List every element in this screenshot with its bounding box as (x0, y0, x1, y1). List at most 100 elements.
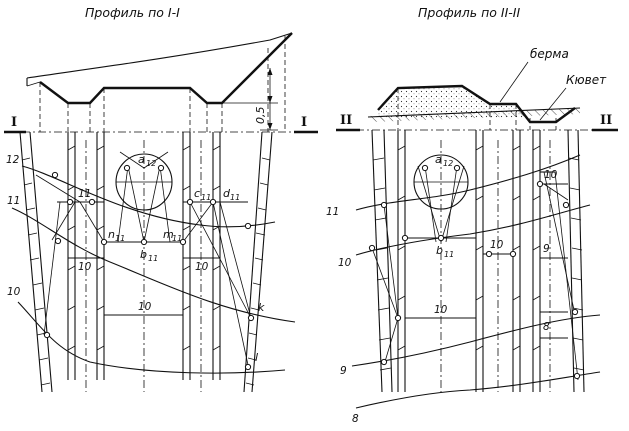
section2-label-left: II (340, 113, 352, 128)
ground-line (367, 107, 581, 118)
berm-leader (499, 61, 529, 103)
point-m11: m 11 (163, 228, 182, 243)
circle2-slope-r (440, 165, 465, 243)
level-label-10a: 10 (78, 261, 92, 273)
road-profile (39, 32, 293, 105)
contour2-label-11: 11 (326, 206, 339, 218)
tangent-left (117, 165, 129, 243)
slope-to-l (212, 201, 249, 366)
svg-text:11: 11 (172, 234, 182, 243)
point-a12: a 12 (138, 153, 156, 168)
ground-hatch (370, 108, 580, 122)
point-markers (43, 164, 255, 371)
point-l: l (255, 351, 258, 364)
contour2-10 (355, 204, 591, 256)
wall-hatch-left (21, 157, 51, 386)
level-label-11: 11 (78, 188, 91, 200)
slope-n (79, 201, 105, 243)
slope2-left-c (383, 317, 399, 366)
dim-arrow-top (267, 96, 273, 103)
terrain-line (26, 32, 293, 79)
contour2-8 (355, 371, 601, 409)
level2-label-10a: 10 (490, 239, 504, 251)
level2-label-10b: 10 (434, 304, 448, 316)
level2-label-9: 9 (543, 243, 550, 255)
outer-wall-right (251, 131, 273, 393)
circle-chord-2 (143, 151, 169, 169)
contour2-label-9: 9 (340, 365, 347, 377)
slope2-right-b (543, 171, 575, 311)
point2-a12: a 12 (435, 153, 453, 168)
svg-text:n: n (108, 228, 115, 241)
tangent-right (159, 165, 171, 243)
embankment-fill (378, 86, 560, 118)
svg-text:11: 11 (201, 193, 211, 202)
slope-line-2 (143, 165, 161, 243)
svg-text:b: b (140, 248, 147, 261)
point2-b11: b 11 (436, 244, 454, 259)
ditch-label: Кювет (566, 73, 607, 87)
ditch-leader (539, 87, 567, 121)
svg-text:m: m (163, 228, 174, 241)
svg-text:d: d (223, 187, 231, 200)
slope-to-k (189, 201, 252, 319)
point-d11: d 11 (223, 187, 240, 202)
outer2-wall-left-inner (383, 129, 393, 393)
slope-d-k (219, 201, 252, 319)
svg-text:a: a (435, 153, 442, 166)
section-label-left: I (11, 115, 17, 130)
slope-12-11 (35, 174, 81, 203)
contour2-label-10: 10 (338, 257, 352, 269)
level-label-10b: 10 (195, 261, 209, 273)
slope2-left-b (371, 247, 399, 319)
profile-2: Профиль по II-II берма Кювет II II (326, 5, 618, 425)
level2-label-10c: 10 (544, 169, 558, 181)
slope2-left-a (383, 204, 399, 319)
contour2-label-8: 8 (352, 413, 359, 425)
outer-wall-right-inner (243, 131, 263, 393)
section-label-right: I (301, 115, 307, 130)
circle2-tangent-r (445, 165, 458, 243)
level-label-10c: 10 (138, 301, 152, 313)
outer2-wall-right-inner (567, 129, 575, 393)
point-b11: b 11 (140, 248, 158, 263)
outer2-wall-right (577, 129, 585, 393)
contour2-11 (355, 154, 581, 211)
contour-label-12: 12 (6, 154, 20, 166)
profile-1: Профиль по I-I 0,5 I I (4, 5, 318, 393)
slope-m (182, 201, 214, 243)
contour-10 (17, 301, 286, 374)
contour-label-10: 10 (7, 286, 21, 298)
road-profile-left (26, 81, 41, 87)
point-n11: n 11 (108, 228, 125, 243)
point-c11: c 11 (194, 187, 211, 202)
svg-text:11: 11 (230, 193, 240, 202)
svg-text:11: 11 (444, 250, 454, 259)
profile-1-title: Профиль по I-I (85, 5, 180, 20)
circle2-tangent-l (424, 165, 437, 243)
contour-11 (11, 207, 296, 323)
profile-2-title: Профиль по II-II (418, 5, 520, 20)
berm-label: берма (530, 47, 569, 61)
slope-10-left (43, 201, 61, 336)
dim-arrow-bottom (267, 123, 273, 130)
svg-text:c: c (194, 187, 200, 200)
slope2-right-c (543, 183, 569, 201)
trench-hatch (67, 145, 221, 351)
trench2-hatch (397, 145, 541, 351)
wall-hatch-right (245, 157, 271, 386)
point-k: k (258, 301, 265, 314)
svg-text:12: 12 (146, 159, 156, 168)
point2-markers (368, 164, 581, 380)
svg-text:11: 11 (115, 234, 125, 243)
circle-chord-1 (119, 151, 145, 169)
level2-label-8: 8 (543, 321, 550, 333)
road-profile-2 (377, 84, 576, 124)
svg-text:12: 12 (443, 159, 453, 168)
slope-11-left (51, 201, 76, 241)
slope-line-1 (127, 165, 145, 243)
outer-wall-left-inner (29, 131, 53, 393)
dim-label: 0,5 (254, 107, 267, 125)
